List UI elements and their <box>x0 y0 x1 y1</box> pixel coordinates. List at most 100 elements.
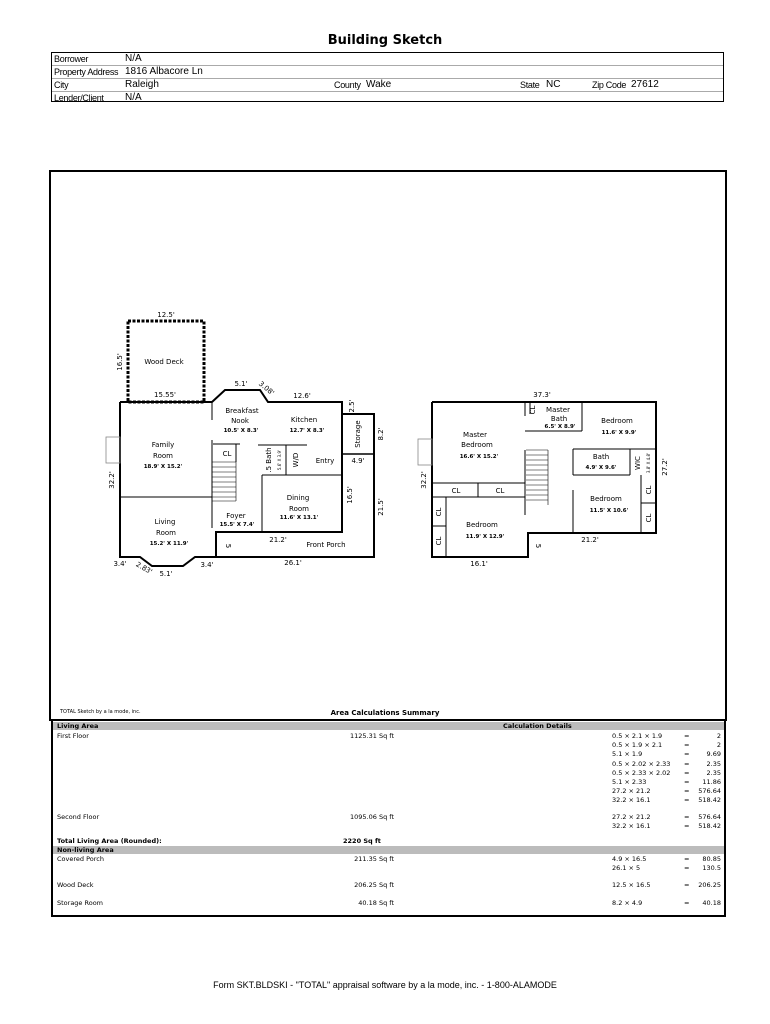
calc-eq: = <box>684 741 690 750</box>
fireplace <box>105 436 121 464</box>
room-label: Entry <box>316 457 335 465</box>
room-label: Bedroom <box>466 521 498 529</box>
first-floor-labels: 12.5' 16.5' Wood Deck 15.55' 5.1' 3.08' … <box>108 311 385 578</box>
room-label: Bath <box>593 453 609 461</box>
lender-label: Lender/Client <box>54 93 104 103</box>
room-label: Dining <box>287 494 310 502</box>
borrower-label: Borrower <box>54 54 89 64</box>
calc-eq: = <box>684 732 690 740</box>
calc-val: 2.35 <box>706 768 721 777</box>
lender-value: N/A <box>125 92 142 103</box>
zip-label: Zip Code <box>592 80 627 90</box>
room-size: 6.5' X 8.9' <box>545 424 576 430</box>
calc-val: 576.64 <box>698 787 721 796</box>
calc-expr: 12.5 × 16.5 <box>612 881 651 889</box>
room-size: 15.5' X 7.4' <box>220 522 255 528</box>
calc-eq: = <box>684 796 690 805</box>
room-size: 15.2' X 11.9' <box>150 541 189 547</box>
calc-expr: 4.9 × 16.5 <box>612 855 647 863</box>
dim-label: 5.1' <box>159 570 172 578</box>
non-living-area-label: Non-living Area <box>57 846 114 854</box>
county-label: County <box>334 80 361 90</box>
room-label: Wood Deck <box>144 358 184 366</box>
room-size: 11.9' X 12.9' <box>466 534 505 540</box>
dim-label: 2.5' <box>348 399 356 412</box>
closet-label: CL <box>452 487 461 495</box>
calc-val: 2.35 <box>706 759 721 768</box>
calc-expr: 27.2 × 21.2 <box>612 787 651 796</box>
calc-val: 518.42 <box>698 822 721 831</box>
calc-eq: = <box>684 768 690 777</box>
area-value: 211.35 Sq ft <box>354 855 394 863</box>
calc-eq: = <box>684 759 690 768</box>
calc-eq: = <box>684 864 690 873</box>
calc-val: 2 <box>716 741 721 750</box>
total-living-value: 2220 Sq ft <box>343 837 381 845</box>
calc-val: 11.86 <box>702 778 721 786</box>
room-size: 5.6' X 3.9' <box>277 450 282 470</box>
dim-label: 37.3' <box>533 391 551 399</box>
dim-label: 3.08' <box>257 380 276 397</box>
city-value: Raleigh <box>125 79 159 90</box>
dim-label: 16.5' <box>346 486 354 504</box>
calc-eq: = <box>684 822 690 831</box>
room-label: WIC <box>634 456 642 470</box>
calc-expr: 5.1 × 2.33 <box>612 778 647 786</box>
state-value: NC <box>546 79 561 90</box>
summary-title: Area Calculations Summary <box>330 709 440 717</box>
dim-label: 32.2' <box>420 471 428 489</box>
room-label: Front Porch <box>306 541 345 549</box>
calc-val: 576.64 <box>698 813 721 821</box>
dim-label: 3.4' <box>113 560 126 568</box>
total-living-label: Total Living Area (Rounded): <box>57 837 162 845</box>
living-area-header: Living Area Calculation Details <box>53 722 724 730</box>
closet-label: CL <box>223 450 232 458</box>
dim-label: 27.2' <box>661 458 669 476</box>
dim-label: 5 <box>224 544 232 548</box>
closet-label: CL <box>529 406 537 415</box>
room-label: Master <box>546 406 570 414</box>
area-value: 40.18 Sq ft <box>358 899 394 907</box>
calc-eq: = <box>684 881 690 889</box>
room-label: Master <box>463 431 487 439</box>
room-label: .5 Bath <box>265 447 273 472</box>
calc-val: 2 <box>716 732 721 740</box>
borrower-value: N/A <box>125 53 142 64</box>
area-value: 1125.31 Sq ft <box>350 732 394 740</box>
calc-eq: = <box>684 813 690 821</box>
calculation-details-label: Calculation Details <box>503 722 572 730</box>
room-size: 18.9' X 15.2' <box>144 464 183 470</box>
dim-label: 21.5' <box>377 498 385 516</box>
dim-label: 12.5' <box>157 311 175 319</box>
dim-label: 21.2' <box>581 536 599 544</box>
closet-label: CL <box>645 486 653 495</box>
second-floor-walls <box>431 401 657 558</box>
state-label: State <box>520 80 540 90</box>
closet-label: CL <box>435 508 443 517</box>
dim-label: 3.4' <box>200 561 213 569</box>
dim-label: 8.2' <box>377 427 385 440</box>
room-size: 10.5' X 8.3' <box>224 428 259 434</box>
calc-val: 9.69 <box>706 750 721 759</box>
room-label: Family <box>152 441 175 449</box>
sketch-credit: TOTAL Sketch by a la mode, inc. <box>60 709 141 715</box>
area-name: First Floor <box>57 732 89 740</box>
room-label: Bath <box>551 415 567 423</box>
non-living-area-header: Non-living Area <box>53 846 724 854</box>
calc-val: 518.42 <box>698 796 721 805</box>
room-label: Bedroom <box>601 417 633 425</box>
dim-label: 16.5' <box>116 353 124 371</box>
area-name: Storage Room <box>57 899 104 907</box>
county-value: Wake <box>366 79 392 90</box>
room-label: Bedroom <box>590 495 622 503</box>
city-label: City <box>54 80 69 90</box>
calc-val: 40.18 <box>702 899 721 907</box>
calc-eq: = <box>684 855 690 863</box>
area-name: Second Floor <box>57 813 100 821</box>
fireplace <box>417 438 433 466</box>
room-label: Nook <box>231 417 250 425</box>
calc-expr: 32.2 × 16.1 <box>612 796 651 805</box>
area-name: Wood Deck <box>57 881 94 889</box>
